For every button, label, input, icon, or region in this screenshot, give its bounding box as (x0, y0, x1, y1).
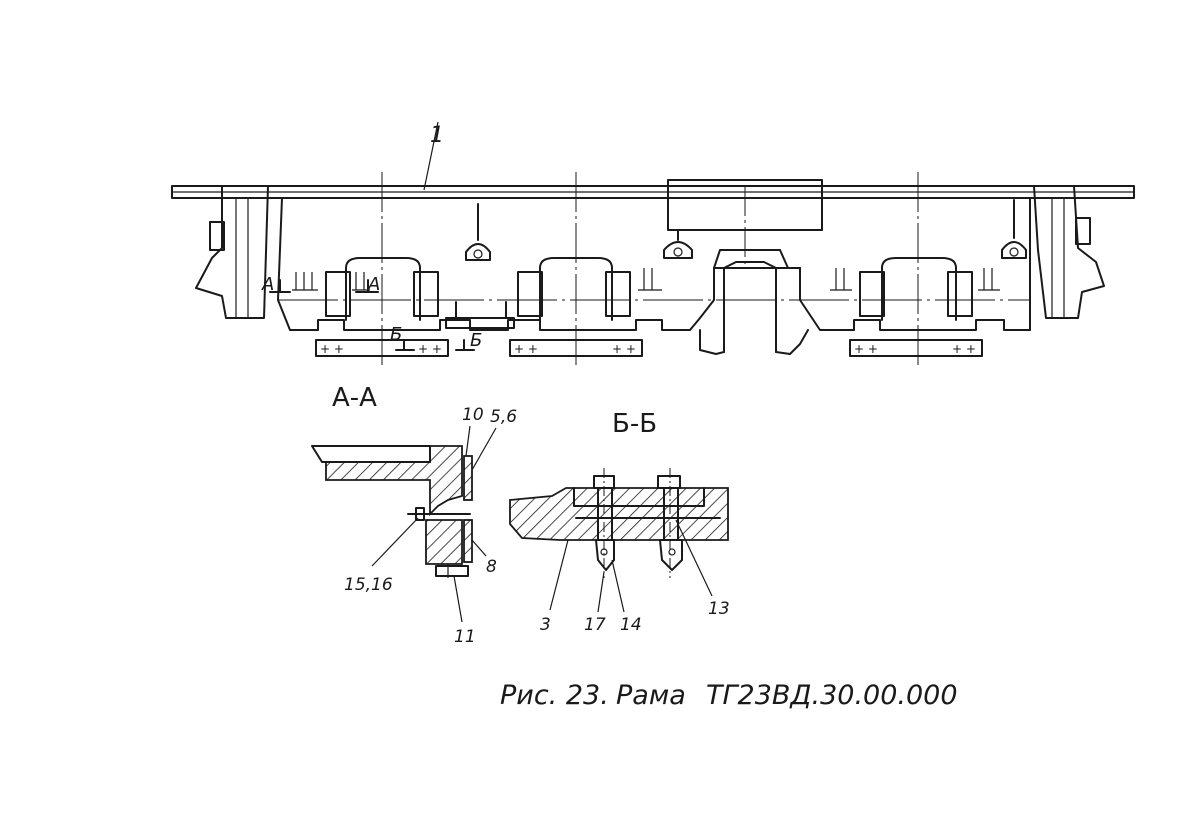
bb-callout-14: 14 (620, 615, 642, 635)
bb-callout-3: 3 (540, 615, 551, 635)
aa-callout-10: 10 (462, 405, 484, 425)
svg-text:+ +: + + (418, 342, 442, 356)
aa-callout-15-16: 15,16 (344, 575, 393, 595)
section-aa-view (311, 425, 497, 623)
caption-code: ТГ23ВД.30.00.000 (706, 680, 958, 711)
section-bb-view (509, 468, 729, 613)
cut-b-left-label: Б (390, 324, 402, 345)
section-bb-title: Б-Б (612, 409, 657, 439)
svg-text:+ +: + + (320, 342, 344, 356)
axle-box-right: + + + + (849, 257, 983, 357)
cut-a-left-label: А (261, 274, 274, 295)
figure-caption: Рис. 23. Рама ТГ23ВД.30.00.000 (500, 680, 958, 711)
svg-text:+ +: + + (854, 342, 878, 356)
aa-callout-8: 8 (486, 557, 497, 577)
frame-main-view: + + + + + + + + + + + + (171, 121, 1135, 368)
svg-text:+ +: + + (514, 342, 538, 356)
hanger-brackets (465, 199, 1027, 261)
aa-callout-5-6: 5,6 (490, 407, 517, 427)
bb-callout-13: 13 (708, 599, 730, 619)
bb-callout-17: 17 (584, 615, 606, 635)
caption-figure-number: Рис. 23. (500, 680, 609, 711)
cut-a-right-label: А (367, 274, 380, 295)
svg-text:+ +: + + (952, 342, 976, 356)
part-1-label: 1 (430, 123, 444, 148)
aa-callout-11: 11 (454, 627, 476, 647)
caption-name: Рама (616, 680, 686, 711)
section-aa-title: А-А (332, 383, 377, 413)
svg-text:+ +: + + (612, 342, 636, 356)
cut-b-right-label: Б (470, 330, 482, 351)
